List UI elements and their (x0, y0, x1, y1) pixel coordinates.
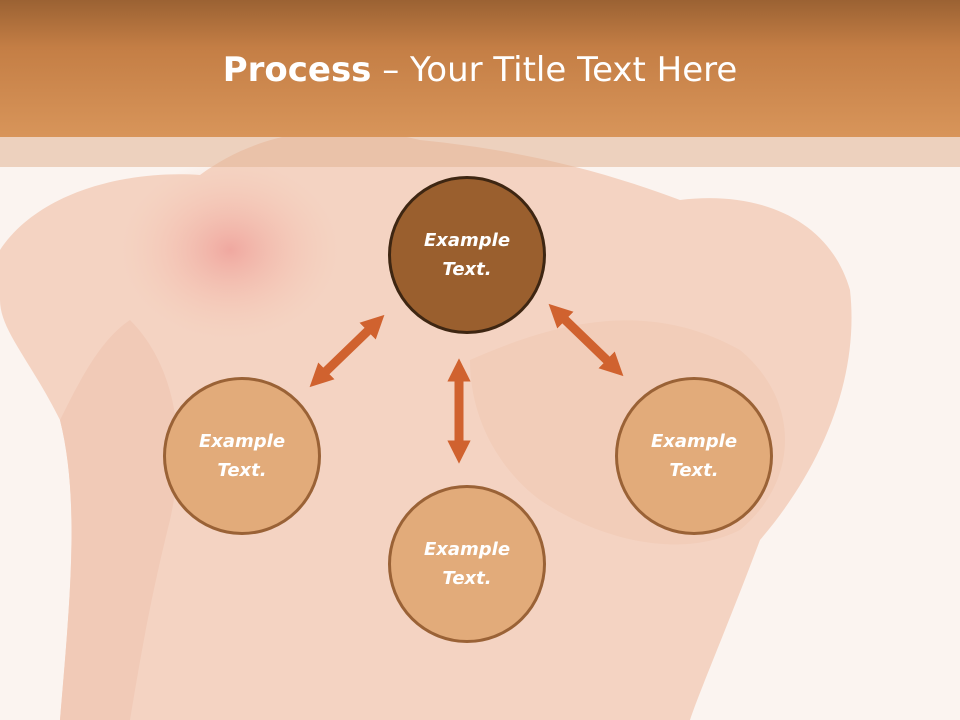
node-left-line1: Example (198, 431, 286, 452)
title-bar (0, 0, 960, 137)
node-right-line1: Example (650, 431, 738, 452)
node-right: Example Text. (615, 377, 773, 535)
node-bottom: Example Text. (388, 485, 546, 643)
arrow-right-diagonal (548, 303, 624, 377)
slide-title: Process – Your Title Text Here (0, 50, 960, 90)
node-bottom-line2: Text. (442, 568, 492, 589)
node-left: Example Text. (163, 377, 321, 535)
node-left-line2: Text. (217, 460, 267, 481)
title-bold: Process (222, 50, 372, 90)
node-center: Example Text. (388, 176, 546, 334)
title-rest: – Your Title Text Here (371, 50, 738, 90)
node-bottom-line1: Example (423, 539, 511, 560)
arrow-left-diagonal (309, 314, 385, 388)
node-center-line2: Text. (442, 259, 492, 280)
title-underband (0, 137, 960, 167)
node-right-line2: Text. (669, 460, 719, 481)
node-center-line1: Example (423, 230, 511, 251)
